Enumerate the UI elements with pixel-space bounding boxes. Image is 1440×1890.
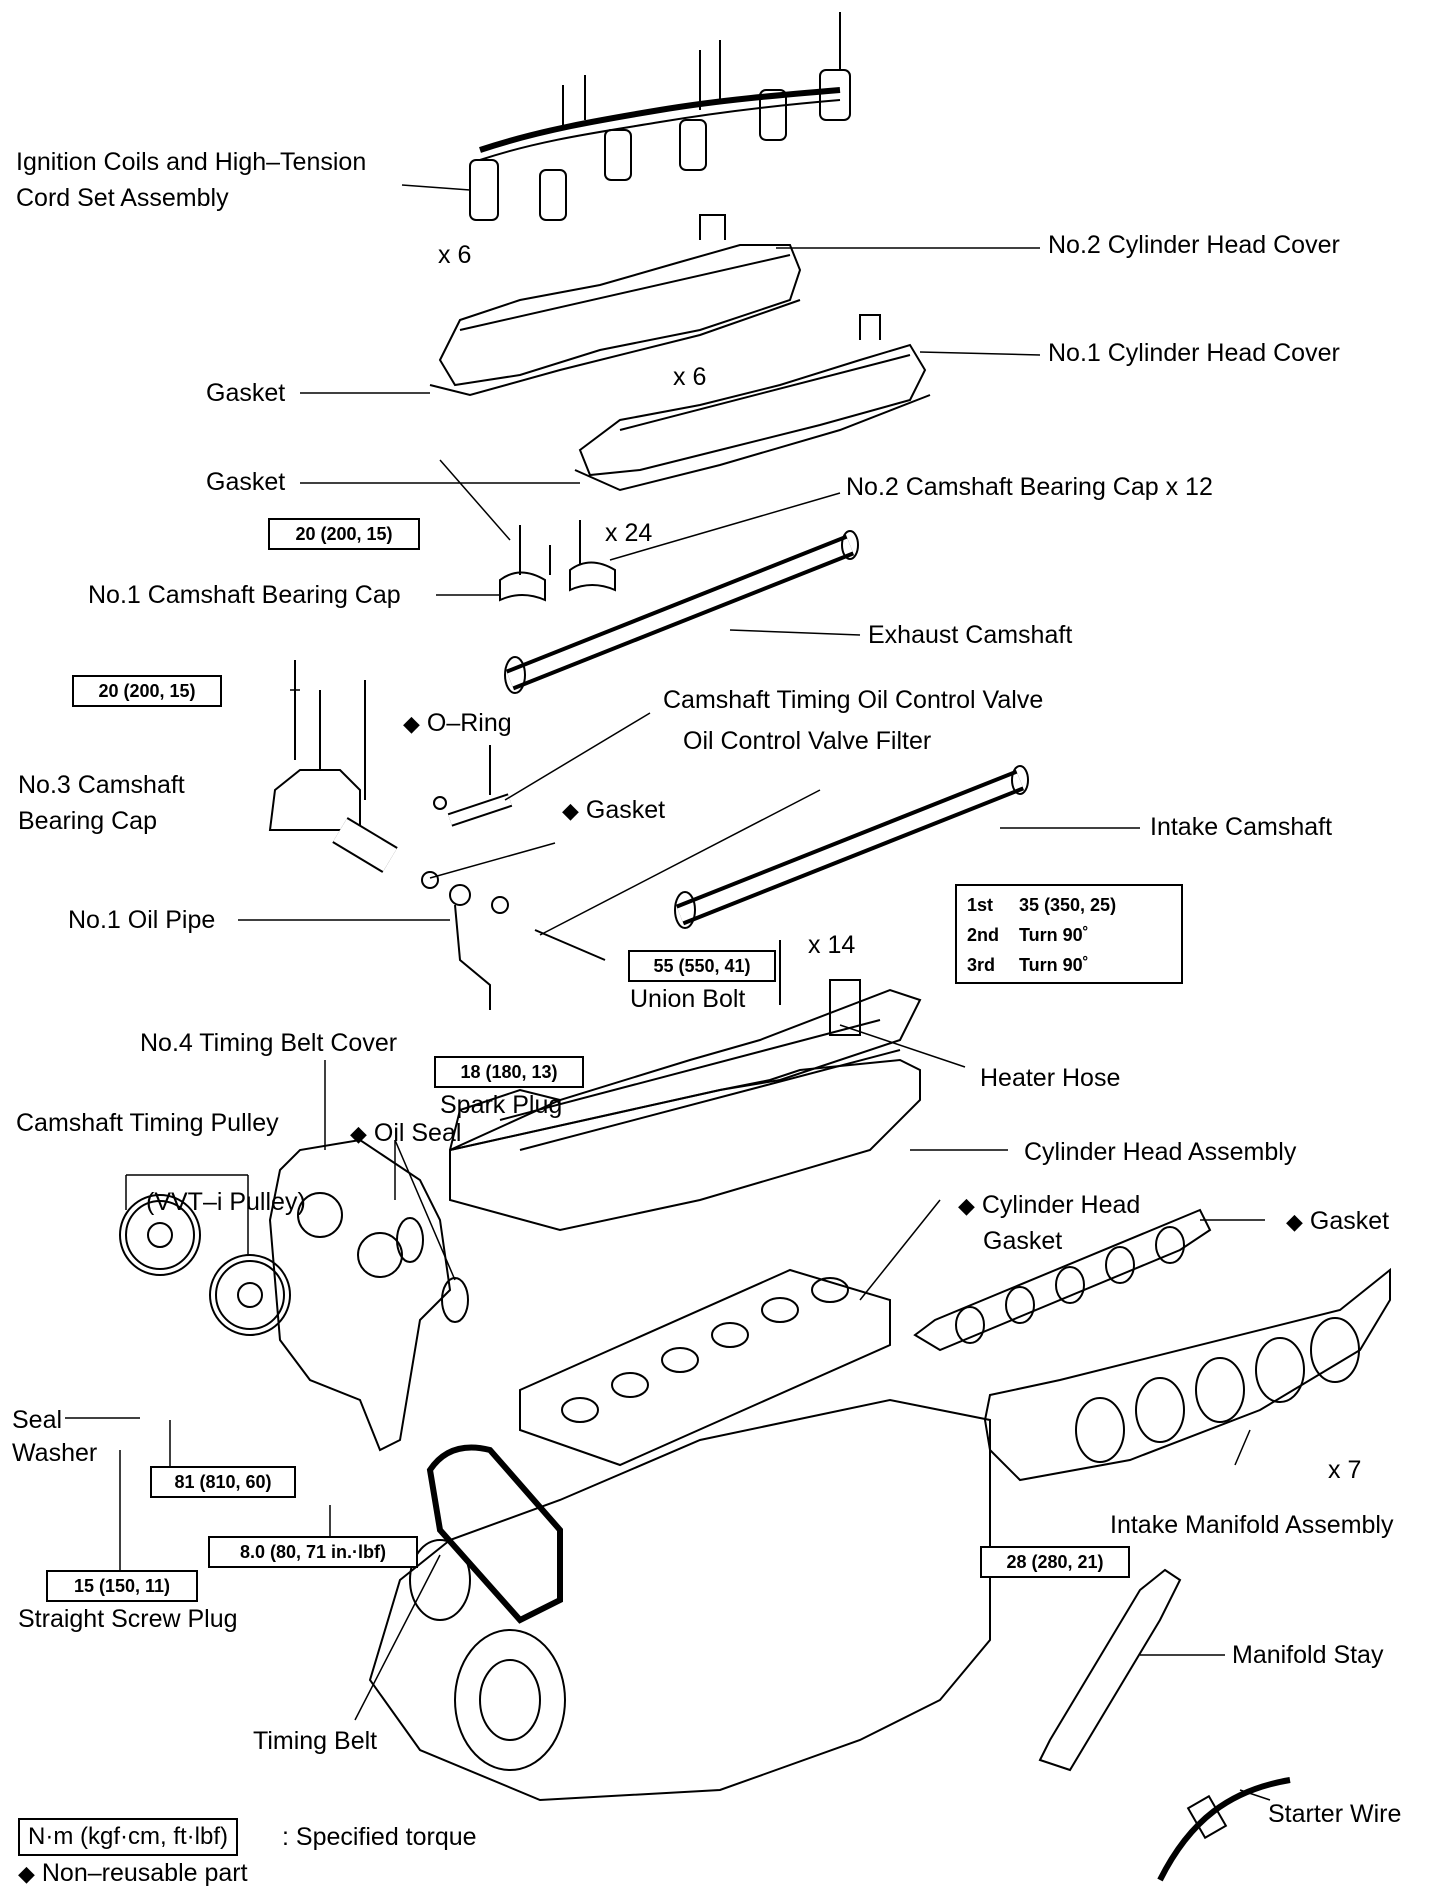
torque-step-2: 2nd Turn 90˚ — [967, 920, 1171, 950]
label-manifold-stay: Manifold Stay — [1232, 1641, 1384, 1669]
label-oil-seal: ◆ Oil Seal — [350, 1118, 461, 1149]
starter-wire — [1157, 1777, 1291, 1882]
legend-torque-box: N·m (kgf·cm, ft·lbf) — [18, 1818, 238, 1856]
torque-step-3: 3rd Turn 90˚ — [967, 950, 1171, 980]
bearing-cap-3 — [268, 660, 398, 873]
label-ocv-filter: Oil Control Valve Filter — [683, 727, 932, 755]
exhaust-camshaft — [504, 530, 859, 694]
label-head-gasket-2: Gasket — [983, 1227, 1063, 1255]
label-head-cover-1: No.1 Cylinder Head Cover — [1048, 339, 1340, 367]
oil-pipe — [421, 871, 861, 1036]
label-spark-plug: Spark Plug — [440, 1091, 563, 1119]
bearing-caps — [499, 520, 616, 602]
intake-camshaft — [674, 765, 1029, 929]
legend-torque-text: : Specified torque — [282, 1823, 477, 1851]
label-gasket-1: Gasket — [206, 379, 286, 407]
label-bearing-cap-3: No.3 Camshaft — [18, 771, 185, 799]
label-head-gasket: ◆ Cylinder Head — [958, 1190, 1140, 1221]
manifold-stay — [1038, 1568, 1182, 1772]
oil-control-valve — [433, 745, 513, 827]
diamond-icon: ◆ — [403, 711, 420, 736]
label-gasket-2: Gasket — [206, 468, 286, 496]
step-value: Turn 90˚ — [1019, 925, 1089, 945]
label-seal-washer-2: Washer — [12, 1439, 98, 1467]
cylinder-head-cover-1 — [578, 314, 927, 477]
label-x6-b: x 6 — [673, 363, 707, 391]
label-intake-manifold: Intake Manifold Assembly — [1110, 1511, 1394, 1539]
label-exhaust-camshaft: Exhaust Camshaft — [868, 621, 1073, 649]
diamond-icon: ◆ — [562, 798, 579, 823]
timing-belt-cover — [268, 1138, 452, 1452]
label-cylinder-head: Cylinder Head Assembly — [1024, 1138, 1297, 1166]
legend-nonreusable: ◆ Non–reusable part — [18, 1858, 248, 1889]
gasket-1 — [429, 299, 801, 397]
label-head-cover-2: No.2 Cylinder Head Cover — [1048, 231, 1340, 259]
label-intake-camshaft: Intake Camshaft — [1150, 813, 1333, 841]
torque-box-manifold: 28 (280, 21) — [980, 1546, 1130, 1578]
cylinder-head-cover-2 — [438, 214, 802, 387]
label-bearing-cap-1: No.1 Camshaft Bearing Cap — [88, 581, 401, 609]
label-x6-a: x 6 — [438, 241, 472, 269]
intake-gasket — [913, 1208, 1212, 1352]
diamond-icon: ◆ — [350, 1121, 367, 1146]
label-bearing-cap-3b: Bearing Cap — [18, 807, 157, 835]
label-gasket-4-text: Gasket — [1309, 1207, 1390, 1235]
step-value: Turn 90˚ — [1019, 955, 1089, 975]
step-label: 1st — [967, 895, 994, 915]
label-seal-washer: Seal — [12, 1406, 63, 1434]
label-gasket-4: ◆ Gasket — [1286, 1206, 1389, 1237]
label-x7: x 7 — [1328, 1456, 1362, 1484]
gasket-2 — [574, 394, 931, 492]
cylinder-head — [449, 988, 922, 1232]
label-ignition-coils-2: Cord Set Assembly — [16, 184, 229, 212]
label-heater-hose: Heater Hose — [980, 1064, 1121, 1092]
label-union-bolt: Union Bolt — [630, 985, 746, 1013]
label-gasket-3: ◆ Gasket — [562, 795, 665, 826]
label-gasket-3-text: Gasket — [585, 796, 666, 824]
label-vvti-pulley: (VVT–i Pulley) — [146, 1188, 306, 1216]
timing-pulleys — [119, 1194, 291, 1336]
torque-box-pulley: 81 (810, 60) — [150, 1466, 296, 1498]
label-x24: x 24 — [605, 519, 653, 547]
torque-box-union-bolt: 55 (550, 41) — [628, 950, 776, 982]
legend-nonreusable-text: Non–reusable part — [41, 1859, 248, 1887]
label-bearing-cap-2: No.2 Camshaft Bearing Cap x 12 — [846, 473, 1213, 501]
label-head-gasket-text: Cylinder Head — [981, 1191, 1141, 1219]
torque-step-1: 1st 35 (350, 25) — [967, 890, 1171, 920]
label-oil-seal-text: Oil Seal — [373, 1119, 462, 1147]
diamond-icon: ◆ — [958, 1193, 975, 1218]
label-ignition-coils: Ignition Coils and High–Tension — [16, 148, 367, 176]
torque-box-spark-plug: 18 (180, 13) — [434, 1056, 584, 1088]
torque-box-2: 20 (200, 15) — [72, 675, 222, 707]
torque-box-plug: 15 (150, 11) — [46, 1570, 198, 1602]
step-value: 35 (350, 25) — [1019, 895, 1117, 915]
step-label: 2nd — [967, 925, 1000, 945]
cylinder-head-gasket — [519, 1268, 891, 1467]
label-straight-plug: Straight Screw Plug — [18, 1605, 238, 1633]
label-timing-belt: Timing Belt — [253, 1727, 378, 1755]
torque-box-cover: 8.0 (80, 71 in.·lbf) — [208, 1536, 418, 1568]
label-x14: x 14 — [808, 931, 856, 959]
timing-belt — [426, 1444, 563, 1624]
label-timing-pulley: Camshaft Timing Pulley — [16, 1109, 279, 1137]
label-ocv: Camshaft Timing Oil Control Valve — [663, 686, 1044, 714]
torque-box-1: 20 (200, 15) — [268, 518, 420, 550]
step-label: 3rd — [967, 955, 996, 975]
label-starter-wire: Starter Wire — [1268, 1800, 1402, 1828]
ignition-coil-set — [469, 12, 851, 221]
label-timing-belt-cover: No.4 Timing Belt Cover — [140, 1029, 398, 1057]
diamond-icon: ◆ — [1286, 1209, 1303, 1234]
intake-manifold — [983, 1267, 1391, 1482]
diamond-icon: ◆ — [18, 1861, 35, 1886]
label-o-ring-text: O–Ring — [426, 709, 512, 737]
label-o-ring: ◆ O–Ring — [403, 708, 512, 739]
label-oil-pipe: No.1 Oil Pipe — [68, 906, 216, 934]
cylinder-block — [368, 1398, 991, 1802]
